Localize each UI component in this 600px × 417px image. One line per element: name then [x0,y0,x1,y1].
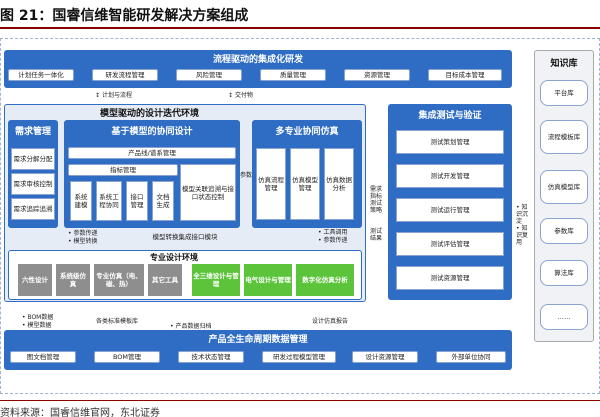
process-item: 计划任务一体化 [8,69,74,81]
note-report: 设计仿真报告 [312,318,349,325]
test-item: 测试资源管理 [396,266,504,290]
env-gray: 系统级仿真 [56,264,90,296]
note-tool: • 工具调用 [318,229,348,236]
collab-col: 模型关联追溯与接口状态控制 [180,164,236,221]
test-item: 测试开发管理 [396,164,504,188]
param-note: 参数 [240,172,253,179]
collab-title: 基于模型的协同设计 [111,127,193,137]
kb-item: 仿真模型库 [540,170,588,204]
kb-item: 参数库 [540,218,588,244]
kb-item: 流程模板库 [540,120,588,154]
env-green: 全三维设计与管理 [192,264,240,296]
note-model: • 模型转换 [68,238,98,245]
collab-col: 系统工程协同 [96,181,122,221]
req-title: 需求管理 [14,127,51,137]
lifecycle-item: 图文档管理 [10,351,76,363]
collab-col: 系统建模 [70,181,92,221]
sim-col: 仿真流程管理 [256,148,286,220]
req-item: 需求分解分配 [11,148,55,170]
lifecycle-item: 外部单位协同 [436,351,506,363]
lifecycle-item: 设计资源管理 [352,351,418,363]
collab-col: 接口管理 [126,181,148,221]
process-item: 目标成本管理 [428,69,502,81]
note-modeldata: • 模型数据 [22,322,52,329]
sim-col: 仿真模型管理 [290,148,320,220]
pro-env-title: 专业设计环境 [150,253,198,262]
process-item: 资源管理 [344,69,410,81]
kb-title: 知识库 [550,59,578,69]
process-block: 流程驱动的集成化研发 [4,50,512,88]
title-rule [0,27,600,29]
sim-col: 仿真数据分析 [324,148,354,220]
note-param: • 参数传递 [68,230,98,237]
figure-title: 图 21：国睿信维智能研发解决方案组成 [0,8,249,24]
lifecycle-item: BOM管理 [94,351,160,363]
env-gray: 专业仿真（电、磁、热） [94,264,144,296]
kb-item: 算法库 [540,260,588,286]
sim-title: 多专业协同仿真 [275,127,339,137]
source-note: 资料来源：国睿信维官网，东北证券 [0,408,160,417]
process-item: 质量管理 [260,69,326,81]
process-item: 风险管理 [176,69,242,81]
note-bom: • BOM数据 [22,314,54,321]
env-green: 电气设计与管理 [244,264,292,296]
test-item: 测试评估管理 [396,232,504,256]
collab-col: 文档生成 [152,181,174,221]
design-title: 模型驱动的设计迭代环境 [100,109,200,119]
lifecycle-item: 研发过程模型管理 [262,351,336,363]
test-notes: 需求指标测试策略测试结果 [370,186,383,242]
note-template: 各类标准模板库 [96,318,139,325]
kb-item: …… [540,304,588,330]
note-param2: • 参数传递 [318,237,348,244]
test-item: 测试策划管理 [396,130,504,154]
env-gray: 六性设计 [18,264,52,296]
lifecycle-item: 技术状态管理 [178,351,244,363]
test-item: 测试运行管理 [396,198,504,222]
kb-notes: • 知识沉淀• 知识复用 [516,204,529,246]
note-deliverable: ↕ 交付物 [228,92,253,99]
req-item: 需求审核控制 [11,173,55,195]
kb-item: 平台库 [540,80,588,106]
env-gray: 其它工具 [148,264,182,296]
collab-item: 产品线/谱系管理 [68,147,236,159]
env-green: 数字化仿真分析 [296,264,354,296]
lifecycle-block: 产品全生命周期数据管理 [4,330,512,370]
note-archive: • 产品数据归档 [170,323,212,330]
test-title: 集成测试与验证 [418,111,482,121]
collab-item: 指标管理 [68,164,178,176]
req-item: 需求追踪追溯 [11,198,55,220]
process-item: 研发流程管理 [92,69,158,81]
lifecycle-title: 产品全生命周期数据管理 [208,335,308,345]
note-plan: ↕ 计划与流程 [95,92,132,99]
bottom-rule [0,400,600,401]
process-title: 流程驱动的集成化研发 [212,55,303,65]
interface-bar: 模型转换集成接口模块 [152,233,218,241]
